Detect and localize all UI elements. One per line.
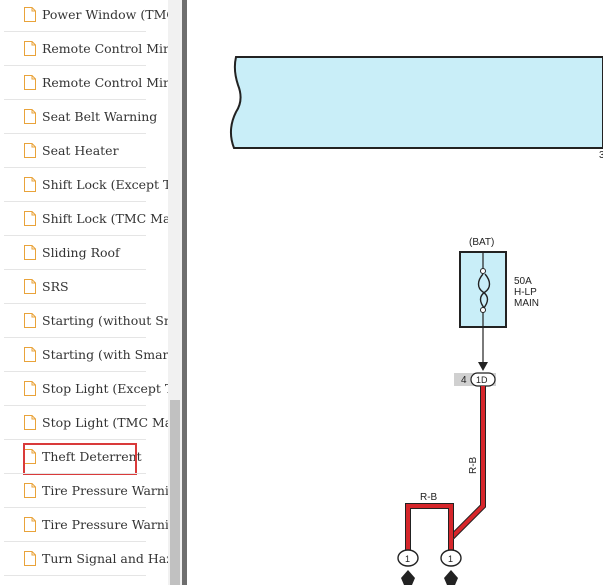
divider xyxy=(4,439,146,440)
terminal-right xyxy=(440,549,462,567)
edge-mark: 3 xyxy=(599,150,603,161)
terminal-left xyxy=(397,549,419,567)
sidebar-item[interactable]: Tire Pressure Warning S xyxy=(0,474,168,508)
sidebar-item[interactable]: Shift Lock (Except TM xyxy=(0,168,168,202)
fuse-amp: 50A xyxy=(514,276,532,287)
document-icon xyxy=(24,143,36,158)
document-icon xyxy=(24,75,36,90)
document-icon xyxy=(24,41,36,56)
document-icon xyxy=(24,483,36,498)
document-icon xyxy=(24,347,36,362)
sidebar-item[interactable]: Tire Pressure Warning S xyxy=(0,508,168,542)
sidebar-item-label: Shift Lock (TMC Made xyxy=(42,211,168,226)
sidebar-item-label: Tire Pressure Warning S xyxy=(42,483,168,498)
sidebar-item-label: Remote Control Mirror xyxy=(42,41,168,56)
sidebar-item[interactable]: Stop Light (Except TM xyxy=(0,372,168,406)
sidebar-item-label: Remote Control Mirror xyxy=(42,75,168,90)
divider xyxy=(4,371,146,372)
divider xyxy=(4,201,146,202)
sidebar-item-label: Starting (with Smart xyxy=(42,347,168,362)
sidebar-item-label: Seat Belt Warning xyxy=(42,109,158,124)
sidebar-nav: Power Window (TMC M Remote Control Mirror… xyxy=(0,0,168,585)
svg-text:1: 1 xyxy=(448,554,453,564)
fuse-name-2: MAIN xyxy=(514,298,539,309)
sidebar-item-label: Stop Light (Except TM xyxy=(42,381,168,396)
sidebar-item[interactable]: Power Window (TMC M xyxy=(0,0,168,32)
sidebar-item[interactable]: SRS xyxy=(0,270,168,304)
sidebar-item[interactable]: Turn Signal and Hazard xyxy=(0,542,168,576)
divider xyxy=(4,575,146,576)
pane-divider[interactable] xyxy=(182,0,187,585)
scrollbar-thumb[interactable] xyxy=(170,400,180,585)
divider xyxy=(4,99,146,100)
divider xyxy=(4,337,146,338)
sidebar-item[interactable]: Theft Deterrent xyxy=(0,440,168,475)
connector-id: 1D xyxy=(476,375,488,385)
sidebar-item[interactable]: Shift Lock (TMC Made xyxy=(0,202,168,236)
fuse-name-1: H-LP xyxy=(514,287,537,298)
document-icon xyxy=(24,279,36,294)
diagram-header-panel xyxy=(230,56,603,149)
wiring-diagram: 3 (BAT) 50A H-LP MAIN 4 1D R-B R-B 1 1 xyxy=(230,56,603,585)
document-icon xyxy=(24,177,36,192)
svg-text:1: 1 xyxy=(405,554,410,564)
divider xyxy=(4,541,146,542)
sidebar-item[interactable]: Seat Belt Warning xyxy=(0,100,168,134)
divider xyxy=(4,235,146,236)
sidebar-item-label: Theft Deterrent xyxy=(42,449,142,464)
sidebar-item[interactable]: Starting (with Smart xyxy=(0,338,168,372)
terminal-left-pin xyxy=(401,570,415,585)
bat-label: (BAT) xyxy=(469,237,494,248)
sidebar-item-label: Power Window (TMC M xyxy=(42,7,168,22)
divider xyxy=(4,133,146,134)
document-icon xyxy=(24,7,36,22)
divider xyxy=(4,473,146,474)
document-icon xyxy=(24,245,36,260)
document-icon xyxy=(24,211,36,226)
sidebar-item-label: Stop Light (TMC Made xyxy=(42,415,168,430)
sidebar-item-label: Starting (without Smart xyxy=(42,313,168,328)
divider xyxy=(4,31,146,32)
document-icon xyxy=(24,381,36,396)
divider xyxy=(4,167,146,168)
sidebar-item[interactable]: Sliding Roof xyxy=(0,236,168,270)
divider xyxy=(4,303,146,304)
sidebar-item[interactable]: Seat Heater xyxy=(0,134,168,168)
document-icon xyxy=(24,415,36,430)
sidebar-item-label: Seat Heater xyxy=(42,143,119,158)
selection-highlight xyxy=(23,443,137,475)
fuse-element xyxy=(477,273,489,310)
connector-pin: 4 xyxy=(461,375,467,386)
document-icon xyxy=(24,517,36,532)
wire-label-vertical: R-B xyxy=(468,456,479,474)
sidebar-item-label: Shift Lock (Except TM xyxy=(42,177,168,192)
sidebar-item[interactable]: Remote Control Mirror xyxy=(0,66,168,100)
sidebar-item[interactable]: Remote Control Mirror xyxy=(0,32,168,66)
document-icon xyxy=(24,109,36,124)
wire-r-b xyxy=(405,386,486,550)
document-icon xyxy=(24,551,36,566)
wire-label-horizontal: R-B xyxy=(420,492,438,503)
document-icon xyxy=(24,313,36,328)
sidebar-item-label: Turn Signal and Hazard xyxy=(42,551,168,566)
divider xyxy=(4,507,146,508)
sidebar-item-label: Tire Pressure Warning S xyxy=(42,517,168,532)
divider xyxy=(4,405,146,406)
sidebar-item-label: SRS xyxy=(42,279,69,294)
divider xyxy=(4,65,146,66)
terminal-right-pin xyxy=(444,570,458,585)
sidebar-item-label: Sliding Roof xyxy=(42,245,120,260)
sidebar-item[interactable]: Starting (without Smart xyxy=(0,304,168,338)
divider xyxy=(4,269,146,270)
sidebar-item[interactable]: Stop Light (TMC Made xyxy=(0,406,168,440)
